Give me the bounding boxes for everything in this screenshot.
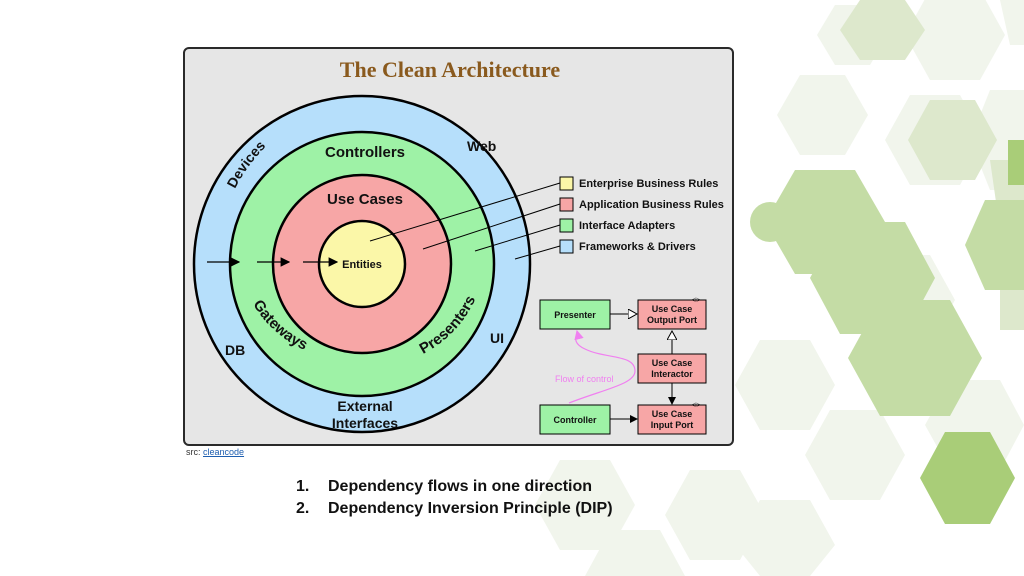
key-point: 1. Dependency flows in one direction	[296, 476, 613, 498]
legend-label-frameworks: Frameworks & Drivers	[579, 241, 696, 253]
legend-label-adapters: Interface Adapters	[579, 220, 675, 232]
legend: Enterprise Business Rules Application Bu…	[559, 176, 724, 254]
legend-connector-enterprise	[369, 182, 561, 242]
clean-architecture-figure: The Clean Architecture Devices Web DB UI…	[183, 47, 734, 446]
key-point-text: Dependency Inversion Principle (DIP)	[328, 500, 613, 517]
input-port-label-1: Use Case	[652, 409, 693, 419]
controller-label: Controller	[553, 415, 596, 425]
diagram-title: The Clean Architecture	[340, 57, 561, 82]
input-port-box	[637, 404, 707, 435]
interactor-label-2: Interactor	[651, 369, 693, 379]
key-point-number: 1.	[296, 478, 310, 495]
label-db: DB	[225, 342, 245, 358]
source-caption: src: cleancode	[186, 447, 244, 457]
label-web: Web	[467, 138, 496, 154]
label-ui: UI	[490, 330, 504, 346]
legend-label-application: Application Business Rules	[579, 199, 724, 211]
presenter-label: Presenter	[554, 310, 596, 320]
output-port-label-1: Use Case	[652, 304, 693, 314]
key-point-number: 2.	[296, 500, 310, 517]
label-use-cases: Use Cases	[327, 191, 403, 208]
legend-connector-frameworks	[514, 245, 561, 260]
input-port-interface-tag: <I>	[692, 403, 701, 409]
legend-label-enterprise: Enterprise Business Rules	[579, 178, 718, 190]
ring-enterprise-rules	[317, 219, 407, 309]
legend-connector-adapters	[474, 224, 561, 252]
source-prefix: src:	[186, 447, 203, 457]
label-external: External	[337, 398, 392, 414]
flow-of-control-diagram: Presenter Use Case Output Port <I> Use C…	[539, 298, 707, 435]
legend-connector-application	[422, 203, 561, 250]
flow-of-control-label: Flow of control	[555, 374, 614, 384]
output-port-interface-tag: <I>	[692, 298, 701, 304]
label-entities: Entities	[342, 259, 382, 271]
key-points-list: 1. Dependency flows in one direction 2. De…	[296, 476, 613, 520]
label-interfaces: Interfaces	[332, 415, 398, 431]
flow-of-control-curve	[568, 329, 636, 404]
legend-swatch-frameworks	[559, 239, 574, 254]
key-point-text: Dependency flows in one direction	[328, 478, 593, 495]
source-link[interactable]: cleancode	[203, 447, 245, 457]
label-controllers: Controllers	[325, 144, 405, 161]
key-point: 2. Dependency Inversion Principle (DIP)	[296, 498, 613, 520]
legend-swatch-adapters	[559, 218, 574, 233]
clean-architecture-diagram: The Clean Architecture Devices Web DB UI…	[192, 57, 724, 435]
output-port-box	[637, 299, 707, 330]
legend-swatch-enterprise	[559, 176, 574, 191]
input-port-label-2: Input Port	[651, 420, 694, 430]
output-port-label-2: Output Port	[647, 315, 697, 325]
legend-swatch-application	[559, 197, 574, 212]
interactor-label-1: Use Case	[652, 358, 693, 368]
